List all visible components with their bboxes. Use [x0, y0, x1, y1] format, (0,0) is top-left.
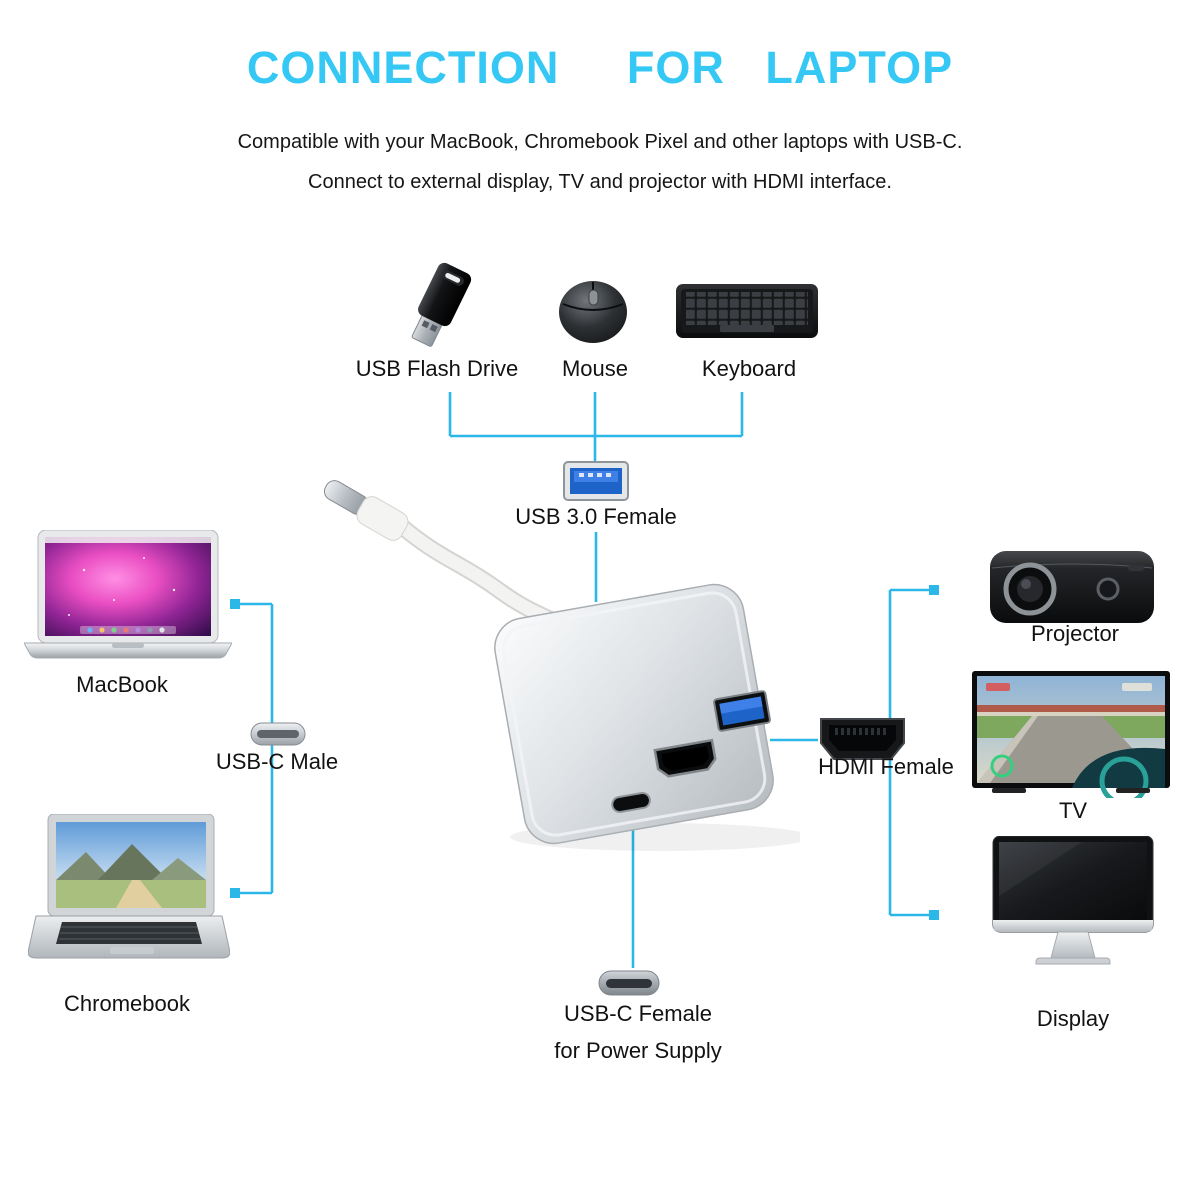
chromebook-label: Chromebook [64, 991, 190, 1016]
keyboard-label: Keyboard [701, 356, 797, 381]
usbc-male-icon [250, 722, 306, 746]
usb3-female-port-icon [563, 461, 629, 501]
hdmi-female-icon [820, 718, 905, 760]
usbc-hub-adapter-image [323, 480, 800, 851]
connection-dot [929, 910, 939, 920]
usbc-female-label-line2: for Power Supply [554, 1038, 722, 1063]
usbc-male-label: USB-C Male [215, 749, 339, 774]
display-label: Display [1036, 1006, 1110, 1031]
tv-image [972, 671, 1170, 798]
hdmi-female-label: HDMI Female [818, 754, 954, 779]
connection-dot [929, 585, 939, 595]
chromebook-image [28, 814, 230, 959]
mouse-image [559, 281, 627, 343]
hub-usbc-port [611, 791, 651, 813]
macbook-image [24, 530, 232, 659]
macbook-label: MacBook [76, 672, 168, 697]
connection-dot [230, 888, 240, 898]
usbc-female-label-line1: USB-C Female [564, 1001, 712, 1026]
projector-image [990, 551, 1154, 623]
usb-flash-drive-image [411, 262, 472, 347]
mouse-label: Mouse [561, 356, 629, 381]
hub-usb-a-port [713, 690, 771, 732]
display-image [992, 836, 1154, 965]
keyboard-image [676, 284, 818, 338]
subtitle-line2: Connect to external display, TV and proj… [308, 171, 892, 193]
usbc-female-icon [598, 970, 660, 996]
subtitle-line1: Compatible with your MacBook, Chromebook… [237, 131, 963, 153]
hub-hdmi-port [653, 738, 717, 778]
usb-flash-drive-label: USB Flash Drive [355, 356, 519, 381]
usb3-female-label: USB 3.0 Female [515, 504, 677, 529]
projector-label: Projector [1030, 621, 1120, 646]
tv-label: TV [1058, 798, 1088, 823]
page-title: CONNECTION FOR LAPTOP [246, 42, 954, 93]
usbc-male-plug [323, 480, 409, 541]
